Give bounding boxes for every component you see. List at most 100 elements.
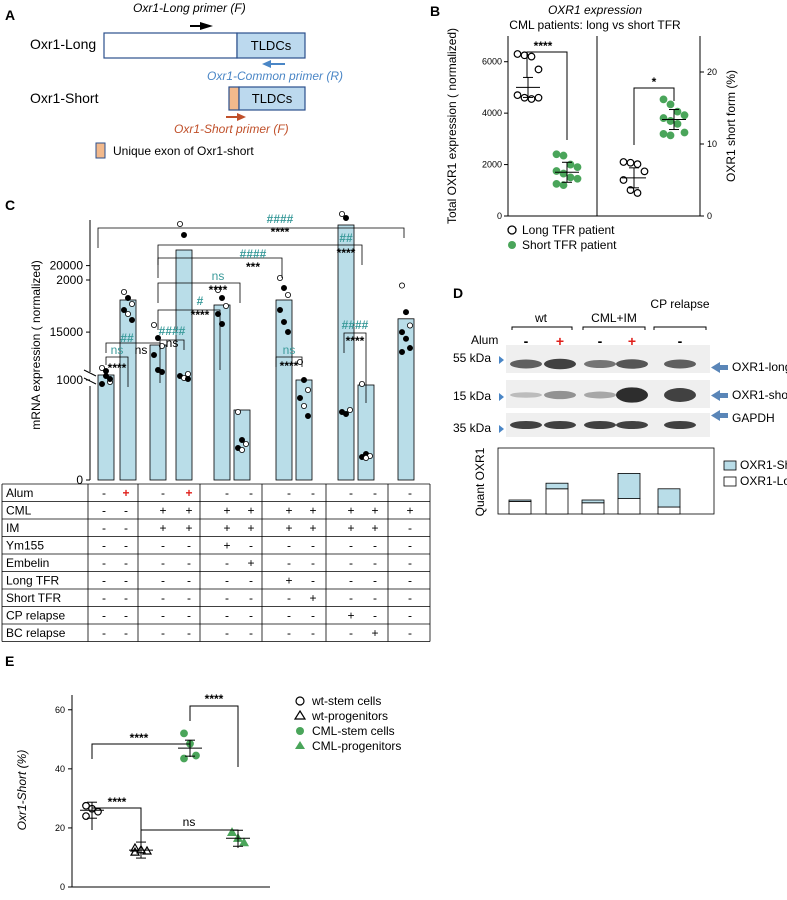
c-data-point <box>214 310 221 317</box>
sig-cml-stem-vs-cml-prog: **** <box>205 692 224 706</box>
b-data-point <box>573 163 582 172</box>
band-oxr1-long <box>616 359 648 369</box>
c-table-cell: - <box>124 504 128 518</box>
c-table-cell: - <box>102 539 106 553</box>
e-data-point <box>94 807 102 816</box>
e-tick-label: 20 <box>55 823 65 833</box>
c-data-point <box>398 349 405 356</box>
c-bar <box>397 318 415 481</box>
c-table-cell: + <box>185 521 192 535</box>
c-table-cell: - <box>408 539 412 553</box>
c-sig-ns-7: ns <box>212 269 225 283</box>
c-sig-hash4-2: #### <box>159 324 186 338</box>
band-oxr1-long <box>584 360 616 368</box>
panel-b-right-ylabel: OXR1 short form (%) <box>724 70 738 182</box>
c-bar <box>119 299 137 481</box>
band-oxr1-long <box>664 359 696 369</box>
b-data-point <box>673 119 682 128</box>
c-table-cell: - <box>408 521 412 535</box>
c-data-point <box>184 370 191 377</box>
b-left-tick-label: 0 <box>497 211 502 221</box>
c-data-point <box>128 316 135 323</box>
band-gapdh <box>664 421 696 429</box>
legend-short-tfr-marker <box>508 241 516 249</box>
b-data-point <box>552 179 561 188</box>
panel-d: D wt CML+IM CP relapse Alum -+-+- 55 kDa… <box>453 285 787 516</box>
long-tldc-label: TLDCs <box>251 38 292 53</box>
panel-b-points <box>513 50 689 197</box>
c-table-cell: - <box>102 574 106 588</box>
legend-wt-stem-label: wt-stem cells <box>311 694 381 708</box>
c-bracket-5 <box>343 332 367 403</box>
c-table-cell: - <box>124 626 128 640</box>
c-table-cell: - <box>161 539 165 553</box>
c-data-point <box>362 454 369 461</box>
c-sig-4-9: **** <box>337 246 356 260</box>
b-data-point <box>666 117 675 125</box>
panel-a-letter: A <box>5 7 15 23</box>
c-data-point <box>158 368 165 375</box>
c-table-cell: - <box>187 609 191 623</box>
c-data-point <box>176 220 183 227</box>
c-table-cell: - <box>187 556 191 570</box>
legend-oxr1-long-swatch <box>723 476 737 487</box>
c-sig-ns-black-1: ns <box>135 343 148 357</box>
panel-b-subtitle: CML patients: long vs short TFR <box>509 18 681 32</box>
b-right-tick-label: 0 <box>707 211 712 221</box>
blot-oxr1-long-lane <box>506 345 710 373</box>
c-table-cell: - <box>349 556 353 570</box>
panel-b-right-sig: * <box>652 75 657 89</box>
c-bar <box>97 374 115 481</box>
panel-d-letter: D <box>453 285 463 301</box>
c-table-cell: - <box>287 609 291 623</box>
c-table-cell: + <box>223 504 230 518</box>
c-table-cell: - <box>311 609 315 623</box>
quant-bar-short <box>657 488 681 508</box>
band-oxr1-short <box>510 392 542 398</box>
band-gapdh <box>510 421 542 429</box>
c-table-cell: - <box>161 556 165 570</box>
c-data-point <box>125 310 132 317</box>
c-data-point <box>276 306 283 313</box>
c-table-cell: + <box>347 504 354 518</box>
c-table-cell: - <box>249 609 253 623</box>
unique-exon-swatch <box>95 142 106 159</box>
c-table-row-label: Long TFR <box>6 574 59 588</box>
long-primer-label: Oxr1-Long primer (F) <box>133 1 246 15</box>
c-table-cell: - <box>408 626 412 640</box>
b-data-point <box>640 167 649 176</box>
sig-wt-stem-vs-wt-prog: **** <box>108 795 127 809</box>
band-oxr1-long <box>544 358 576 370</box>
c-table-cell: - <box>187 626 191 640</box>
c-sig-ns-2: ns <box>166 336 179 350</box>
band-pointer-gapdh-arrow-icon <box>711 410 720 421</box>
band-gapdh <box>616 421 648 429</box>
legend-wt-prog-marker <box>293 709 307 720</box>
band-oxr1-long <box>510 359 542 369</box>
b-data-point <box>626 186 635 194</box>
c-data-point <box>406 322 413 329</box>
b-data-point <box>680 128 689 137</box>
c-bar <box>295 379 313 481</box>
c-bracket-10 <box>97 227 405 248</box>
e-data-point <box>129 842 141 852</box>
c-sig-ns-1: ns <box>111 343 124 357</box>
b-data-point <box>566 173 575 182</box>
quant-bar-long <box>508 500 532 515</box>
c-table-cell: - <box>287 556 291 570</box>
c-data-point <box>218 320 225 327</box>
c-data-point <box>107 375 114 382</box>
sig-wt-stem-vs-cml-stem: **** <box>130 731 149 745</box>
e-data-point <box>129 846 141 856</box>
quant-bar-long <box>657 506 681 515</box>
panel-b-left-ylabel: Total OXR1 expression ( normalized) <box>445 28 459 224</box>
alum-sign: - <box>598 333 603 349</box>
c-data-point <box>222 302 229 309</box>
e-data-point <box>180 729 188 738</box>
c-table-cell: - <box>187 591 191 605</box>
oxr1-short-label: Oxr1-Short <box>30 90 99 106</box>
band-pointer-long-shaft <box>718 365 728 370</box>
quant-bar-long <box>581 502 605 515</box>
c-table-cell: + <box>309 504 316 518</box>
c-table-cell: - <box>161 626 165 640</box>
